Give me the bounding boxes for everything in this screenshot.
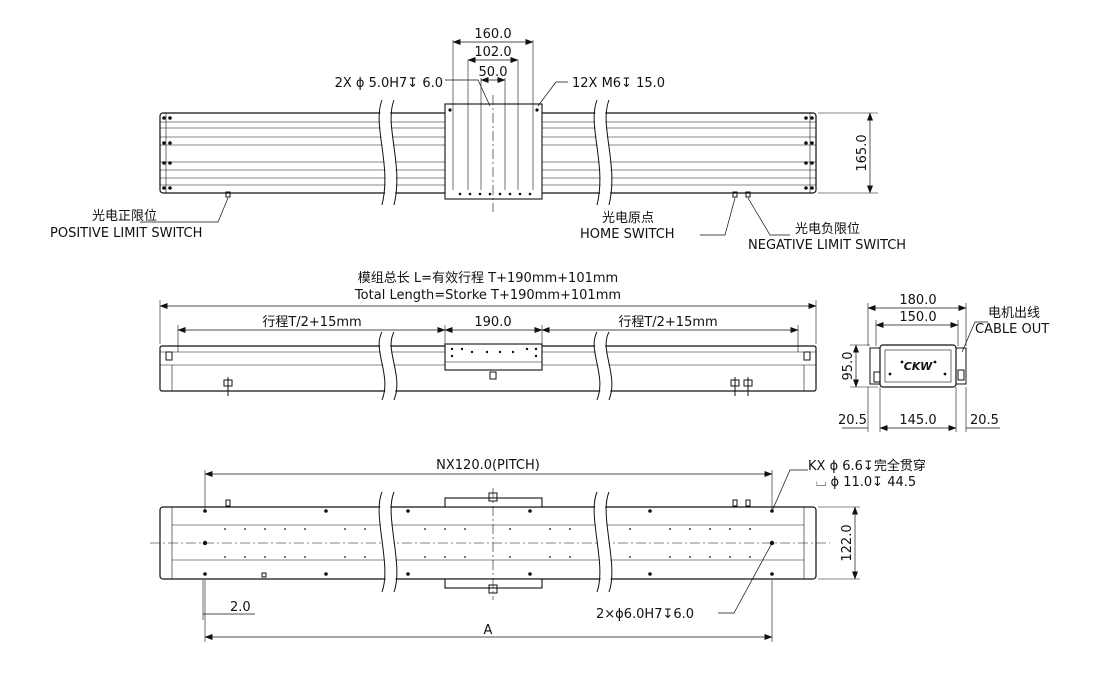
carriage-top [444,103,543,200]
dim-50: 50.0 [479,65,508,80]
dim-180: 180.0 [899,293,936,308]
height-95: 95.0 [841,352,856,381]
dim-145: 145.0 [899,413,936,428]
total-length-en: Total Length=Storke T+190mm+101mm [354,288,621,303]
positive-limit-en: POSITIVE LIMIT SWITCH [50,226,202,241]
dim-20-5-left: 20.5 [838,413,867,428]
dim-a: A [484,623,493,638]
top-view: 160.0 102.0 50.0 2X ϕ 5.0H7↧ 6.0 12X M6↧… [50,27,906,253]
dim-20-5-right: 20.5 [970,413,999,428]
end-view: CKW 180.0 150.0 95.0 20.5 145.0 20.5 电机出… [838,293,1049,432]
width-122: 122.0 [840,524,855,561]
home-switch-cn: 光电原点 [602,211,654,226]
pitch-label: NX120.0(PITCH) [436,458,540,473]
cable-out-en: CABLE OUT [975,322,1049,337]
dim-160: 160.0 [474,27,511,42]
bottom-view: NX120.0(PITCH) KX ϕ 6.6↧完全贯穿 ⌴ ϕ 11.0↧ 4… [150,458,926,642]
cable-out-cn: 电机出线 [988,306,1040,321]
side-view: 模组总长 L=有效行程 T+190mm+101mm Total Length=S… [159,271,817,402]
kx-holes-label: KX ϕ 6.6↧完全贯穿 [808,458,926,474]
bottom-pins-label: 2×ϕ6.0H7↧6.0 [596,607,694,622]
negative-limit-en: NEGATIVE LIMIT SWITCH [748,238,906,253]
positive-limit-cn: 光电正限位 [92,209,157,224]
height-165: 165.0 [855,134,870,171]
dim-2: 2.0 [230,600,251,615]
home-switch-en: HOME SWITCH [580,227,675,242]
negative-limit-cn: 光电负限位 [795,222,860,237]
carriage-190: 190.0 [474,315,511,330]
dim-150: 150.0 [899,310,936,325]
tapped-holes-label: 12X M6↧ 15.0 [572,76,665,91]
counterbore-label: ⌴ ϕ 11.0↧ 44.5 [816,475,916,490]
dim-102: 102.0 [474,45,511,60]
pin-holes-label: 2X ϕ 5.0H7↧ 6.0 [335,76,443,91]
total-length-cn: 模组总长 L=有效行程 T+190mm+101mm [358,271,618,286]
stroke-left: 行程T/2+15mm [262,315,361,330]
stroke-right: 行程T/2+15mm [618,315,717,330]
ckw-logo: CKW [904,360,933,373]
